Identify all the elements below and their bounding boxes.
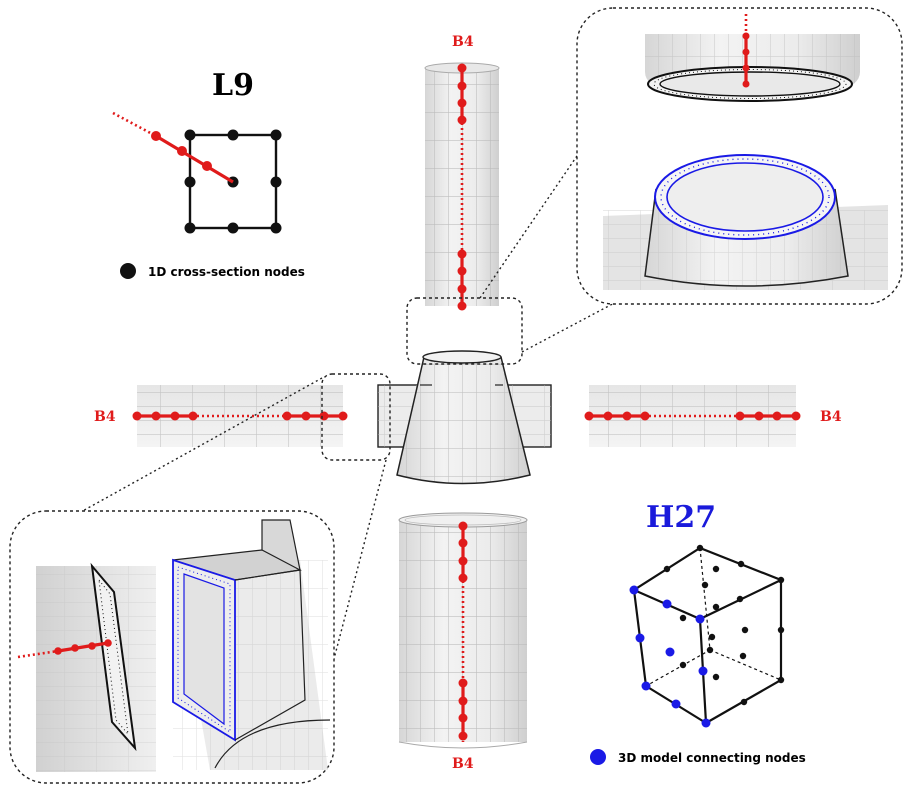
l9-element: L9 1D cross-section nodes bbox=[112, 68, 305, 279]
callout-top bbox=[406, 297, 523, 365]
bottom-cylinder: B4 bbox=[398, 512, 528, 772]
h27-connecting-nodes bbox=[629, 585, 711, 728]
right-beam-nodes bbox=[584, 411, 801, 421]
callout-left bbox=[321, 373, 391, 461]
beam-label-left: B4 bbox=[94, 409, 116, 425]
legend-cross-section: 1D cross-section nodes bbox=[148, 265, 305, 279]
l9-title: L9 bbox=[212, 68, 254, 103]
right-beam: B4 bbox=[584, 385, 842, 447]
beam-label-right: B4 bbox=[820, 409, 842, 425]
left-beam: B4 bbox=[94, 385, 348, 447]
beam-label-top: B4 bbox=[452, 34, 474, 50]
legend-connecting: 3D model connecting nodes bbox=[618, 751, 806, 765]
h27-interior-nodes bbox=[663, 544, 785, 706]
central-3d-model bbox=[377, 350, 552, 485]
inset-bottom-left bbox=[9, 510, 335, 784]
inset-top-right bbox=[576, 7, 903, 305]
bottom-beam-nodes bbox=[458, 521, 468, 741]
h27-cube-edges bbox=[632, 546, 784, 726]
top-cylinder: B4 bbox=[424, 34, 500, 311]
h27-title: H27 bbox=[646, 500, 716, 535]
l9-nodes bbox=[184, 129, 282, 234]
legend-black-dot bbox=[120, 263, 136, 279]
legend-blue-dot bbox=[590, 749, 606, 765]
h27-element: H27 bbox=[590, 500, 806, 765]
beam-label-bottom: B4 bbox=[452, 756, 474, 772]
l9-beam-axis bbox=[112, 111, 234, 184]
